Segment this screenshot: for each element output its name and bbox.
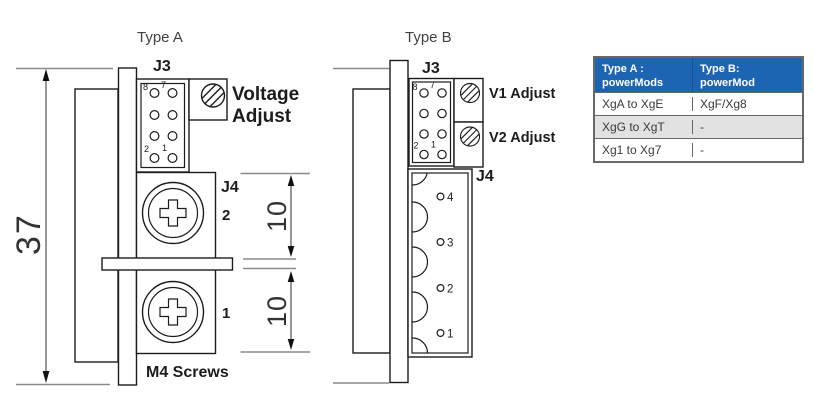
pin <box>149 87 160 98</box>
arrowhead-down-icon <box>287 339 295 350</box>
j3-outer <box>135 78 190 173</box>
pin-2-label: 2 <box>414 141 419 151</box>
m4-screw-icon <box>141 280 205 344</box>
table-header-row: Type A : powerMods Type B: powerMod <box>595 58 802 92</box>
arrowhead-up-icon <box>287 271 295 282</box>
pin <box>149 109 160 120</box>
pin-2-label: 2 <box>144 144 149 154</box>
type-b-drawing: Type B J3 8 7 2 1 <box>333 29 556 384</box>
powermod-comparison-table: Type A : powerMods Type B: powerMod XgA … <box>593 56 804 163</box>
table-row: XgG to XgT - <box>595 115 802 138</box>
pin-7-label: 7 <box>430 80 435 90</box>
v1-adjust-label: V1 Adjust <box>489 86 556 102</box>
voltage-adjust: Voltage Adjust <box>188 78 299 127</box>
table-cell: XgF/Xg8 <box>692 97 802 111</box>
pin <box>419 88 429 98</box>
terminal-3-label: 3 <box>447 238 453 250</box>
j3-inner <box>140 82 186 169</box>
j3-connector: J3 8 7 2 1 <box>135 58 190 173</box>
j4-label: J4 <box>476 168 494 185</box>
arrowhead-down-icon <box>42 371 50 383</box>
table-row: XgA to XgE XgF/Xg8 <box>595 92 802 115</box>
j3-inner <box>411 81 452 164</box>
m4-screw-ring <box>147 187 199 239</box>
dimension-10-top-label: 10 <box>262 200 292 232</box>
m4-screw-icon <box>141 181 205 245</box>
dimension-pitch: 10 10 <box>240 172 310 353</box>
table-cell: XgA to XgE <box>602 97 664 111</box>
phillips-cross-icon <box>159 199 187 227</box>
terminal-dot <box>436 238 445 247</box>
busbar-tab <box>101 257 234 271</box>
j4-contact-bumps <box>412 173 429 353</box>
table-cell: XgG to XgT <box>602 120 665 134</box>
voltage-adjust-screw-icon <box>200 83 226 108</box>
v1-adjust-screw-icon <box>459 82 481 104</box>
pin <box>437 108 447 119</box>
v2-adjust-label: V2 Adjust <box>489 130 556 146</box>
mounting-flange <box>389 59 409 384</box>
terminal-dot <box>436 329 445 338</box>
pin <box>437 88 447 98</box>
type-b-title: Type B <box>405 29 452 46</box>
module-body <box>352 88 391 354</box>
pin-1-label: 1 <box>431 140 436 150</box>
terminal-2-label: 2 <box>222 207 230 224</box>
terminal-4-label: 4 <box>447 192 454 204</box>
type-a-title: Type A <box>137 29 183 46</box>
pin <box>419 129 429 139</box>
terminal-1-label: 1 <box>222 305 230 322</box>
pin <box>149 131 160 142</box>
m4-screws-label: M4 Screws <box>146 364 229 381</box>
dimension-10-bottom-label: 10 <box>262 295 292 327</box>
terminal-1-label: 1 <box>447 329 453 341</box>
module-body <box>74 88 119 363</box>
pin-8-label: 8 <box>413 82 418 92</box>
j3-label: J3 <box>422 60 440 77</box>
j4-inner <box>411 172 469 354</box>
pin-1-label: 1 <box>162 143 167 153</box>
pin <box>167 87 178 98</box>
pin <box>149 153 160 164</box>
table-cell: - <box>692 120 802 134</box>
terminal-dot <box>436 284 445 293</box>
phillips-cross-icon <box>159 298 187 326</box>
table-header-type-a: Type A : powerMods <box>602 63 664 90</box>
v2-adjust-screw-icon <box>459 126 481 147</box>
v1-adjust-box <box>453 77 484 123</box>
table-row: Xg1 to Xg7 - <box>595 138 802 161</box>
j3-label: J3 <box>153 58 171 75</box>
type-a-drawing: Type A 37 J3 8 7 2 <box>10 29 310 386</box>
table-cell: Xg1 to Xg7 <box>602 143 662 157</box>
voltage-adjust-label-line1: Voltage <box>232 84 299 105</box>
pin <box>419 149 429 160</box>
j3-connector: J3 8 7 2 1 <box>408 60 455 167</box>
pin <box>419 108 429 119</box>
pin <box>167 131 178 142</box>
j4-label: J4 <box>221 179 239 196</box>
table-cell: - <box>692 143 802 157</box>
arrowhead-down-icon <box>287 246 295 257</box>
terminal-2-label: 2 <box>447 284 453 296</box>
pin <box>167 153 178 164</box>
voltage-adjust-label-line2: Adjust <box>232 106 292 127</box>
j4-terminal-block: J4 2 1 M4 Screws <box>101 171 239 381</box>
dimension-overall-height: 37 <box>10 67 113 386</box>
v-adjust: V1 Adjust V2 Adjust <box>453 77 556 168</box>
pin-8-label: 8 <box>143 82 148 92</box>
mounting-flange <box>117 67 138 386</box>
pin <box>437 129 447 139</box>
arrowhead-up-icon <box>42 69 50 81</box>
j4-outer <box>407 168 473 358</box>
terminal-dot <box>436 192 445 201</box>
pin <box>437 149 447 160</box>
j4-connector: J4 4 3 2 1 <box>407 168 494 358</box>
pin-7-label: 7 <box>161 80 166 90</box>
dimension-37-label: 37 <box>10 213 48 255</box>
m4-screw-ring <box>147 286 199 338</box>
table-header-type-b: Type B: powerMod <box>692 58 802 92</box>
arrowhead-up-icon <box>287 175 295 186</box>
pin <box>167 109 178 120</box>
